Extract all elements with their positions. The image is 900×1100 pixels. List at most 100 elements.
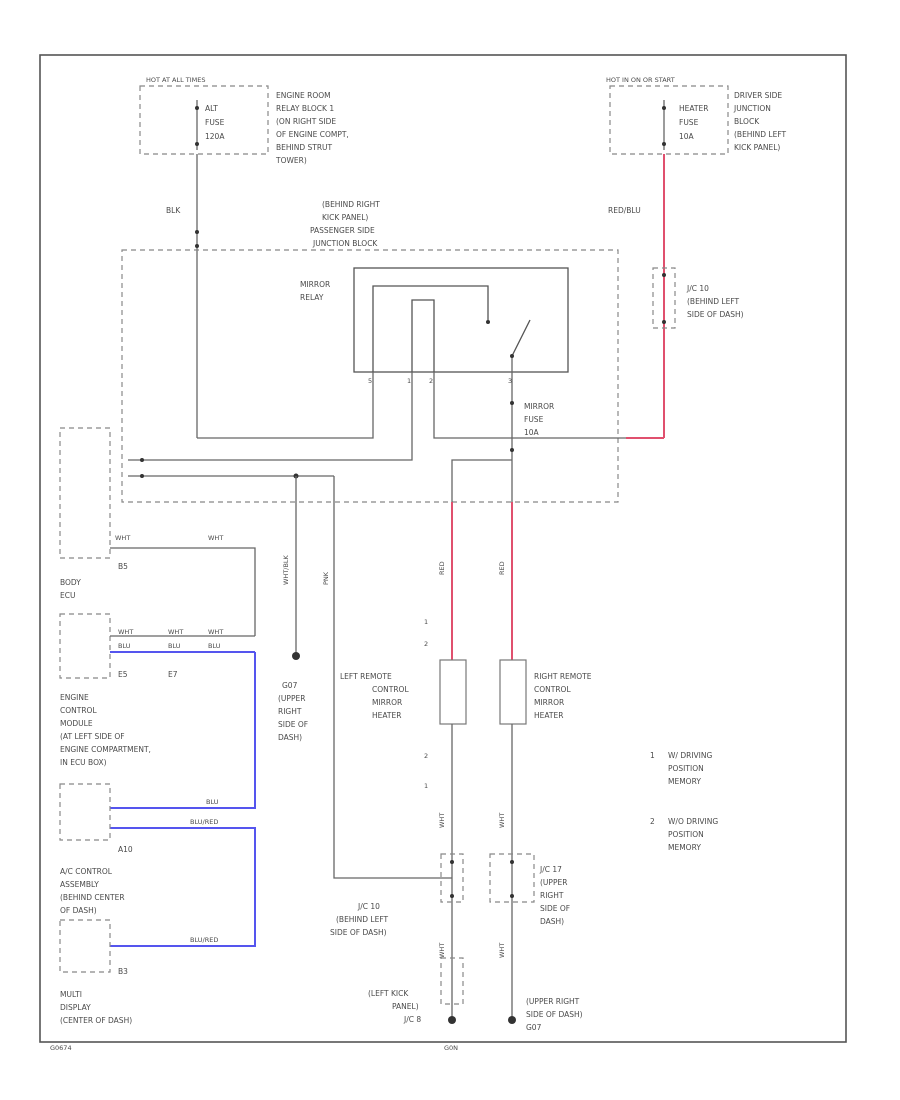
ground-1-label-2: (UPPER: [278, 694, 305, 703]
passenger-jb-label-4: JUNCTION BLOCK: [312, 239, 378, 248]
ecm-label-1: ENGINE: [60, 693, 89, 702]
passenger-jb-label-3: PASSENGER SIDE: [310, 226, 375, 235]
pin-note-3: 2: [424, 752, 428, 760]
blue-red-wire-label: BLU/RED: [190, 818, 218, 826]
engine-room-relay-block-location-3: BEHIND STRUT: [276, 143, 333, 152]
note-2-line-3: MEMORY: [668, 843, 701, 852]
svg-text:1: 1: [407, 377, 411, 385]
right-heater-label-4: HEATER: [534, 711, 563, 720]
driver-jb-label-1: DRIVER SIDE: [734, 91, 782, 100]
red-blu-wire-label: RED/BLU: [608, 206, 641, 215]
jc17-label-2: (UPPER: [540, 878, 567, 887]
mirror-relay-label: MIRROR: [300, 280, 330, 289]
footer-id-mid: G0N: [444, 1044, 458, 1052]
svg-text:3: 3: [508, 377, 512, 385]
driver-jb-label-4: (BEHIND LEFT: [734, 130, 787, 139]
note-1-line-2: POSITION: [668, 764, 704, 773]
jc17-label-5: DASH): [540, 917, 564, 926]
legend-notes: 1 W/ DRIVING POSITION MEMORY 2 W/O DRIVI…: [650, 751, 718, 852]
body-ecu-label: BODY: [60, 578, 81, 587]
ground-right-label-3: G07: [526, 1023, 542, 1032]
jc10-top-location-2: SIDE OF DASH): [687, 310, 744, 319]
ground-1-label-3: RIGHT: [278, 707, 302, 716]
ground-left-label-2: PANEL): [392, 1002, 419, 1011]
body-ecu: WHT WHT B5 BODY ECU: [59, 427, 256, 636]
left-heater-label-4: HEATER: [372, 711, 401, 720]
alt-fuse-label-2: FUSE: [205, 118, 225, 127]
ground-left-label-1: (LEFT KICK: [368, 989, 409, 998]
ecm-blu-3: BLU: [208, 642, 221, 650]
ground-1-label-4: SIDE OF: [278, 720, 308, 729]
right-lower-wht: WHT: [498, 943, 506, 958]
left-heater-label-1: LEFT REMOTE: [340, 672, 392, 681]
ground-right-label-2: SIDE OF DASH): [526, 1010, 583, 1019]
ecm-label-6: IN ECU BOX): [60, 758, 107, 767]
ground-left-icon: [448, 1016, 456, 1024]
jc10-label: J/C 10: [357, 902, 380, 911]
driver-jb-label-3: BLOCK: [734, 117, 760, 126]
ecm-blu-2: BLU: [168, 642, 181, 650]
ac-label-1: A/C CONTROL: [60, 867, 113, 876]
multi-label-2: DISPLAY: [60, 1003, 91, 1012]
driver-jb-label-2: JUNCTION: [733, 104, 771, 113]
ground-wire-label: WHT/BLK: [282, 554, 290, 585]
ground-1-label: G07: [282, 681, 298, 690]
right-red-label: RED: [498, 561, 506, 575]
multi-label-1: MULTI: [60, 990, 82, 999]
body-ecu-label-2: ECU: [60, 591, 75, 600]
jc17-label: J/C 17: [539, 865, 562, 874]
blue-wire-label: BLU: [206, 798, 219, 806]
right-heater-label-2: CONTROL: [534, 685, 571, 694]
alt-fuse-rating: 120A: [205, 132, 225, 141]
ecm-label-2: CONTROL: [60, 706, 97, 715]
jc10-label-2: (BEHIND LEFT: [336, 915, 389, 924]
mirror-fuse-label-2: FUSE: [524, 415, 544, 424]
ac-label-2: ASSEMBLY: [60, 880, 99, 889]
pin-e7: E7: [168, 670, 178, 679]
body-ecu-pin-label: WHT: [115, 534, 130, 542]
note-2-line-2: POSITION: [668, 830, 704, 839]
left-heater-label-3: MIRROR: [372, 698, 402, 707]
blue-red-wire-label-2: BLU/RED: [190, 936, 218, 944]
ac-control-assembly: A10 A/C CONTROL ASSEMBLY (BEHIND CENTER …: [59, 783, 133, 915]
body-ecu-wire-wht: WHT: [208, 534, 223, 542]
blue-wire-1: [110, 652, 256, 809]
mirror-fuse-rating: 10A: [524, 428, 540, 437]
right-wht-label: WHT: [498, 813, 506, 828]
pin-note-1: 1: [424, 618, 428, 626]
jc8-connector: [440, 957, 464, 1005]
jc10-label-3: SIDE OF DASH): [330, 928, 387, 937]
ac-label-4: OF DASH): [60, 906, 97, 915]
ecm-wire-1: WHT: [118, 628, 133, 636]
alt-fuse-label: ALT: [205, 104, 218, 113]
ecm-wire-2: WHT: [168, 628, 183, 636]
pin-e5: E5: [118, 670, 128, 679]
note-2-line-1: W/O DRIVING: [668, 817, 718, 826]
ground-left-label-3: J/C 8: [403, 1015, 421, 1024]
ecm-label-3: MODULE: [60, 719, 93, 728]
ecm-label-4: (AT LEFT SIDE OF: [60, 732, 125, 741]
right-mirror-heater: [499, 659, 527, 725]
left-heater-label-2: CONTROL: [372, 685, 409, 694]
blk-wire-label: BLK: [166, 206, 181, 215]
note-2-number: 2: [650, 817, 655, 826]
pin-note-4: 1: [424, 782, 428, 790]
alt-fuse-block: HOT AT ALL TIMES ALT FUSE 120A ENGINE RO…: [139, 76, 349, 165]
diagram-border: [39, 54, 847, 1043]
hot-at-all-times-label: HOT AT ALL TIMES: [146, 76, 206, 84]
svg-text:5: 5: [368, 377, 372, 385]
left-mirror-heater: [439, 659, 467, 725]
pink-wire: [333, 476, 452, 879]
hot-in-on-label: HOT IN ON OR START: [606, 76, 675, 84]
multi-display: B3 MULTI DISPLAY (CENTER OF DASH): [59, 919, 132, 1025]
engine-room-relay-block-location-2: OF ENGINE COMPT,: [276, 130, 349, 139]
engine-control-module: WHT WHT WHT BLU BLU BLU E5 E7 ENGINE CON…: [59, 613, 255, 767]
passenger-junction-block: [121, 249, 619, 503]
pin-b5: B5: [118, 562, 128, 571]
ecm-blu-1: BLU: [118, 642, 131, 650]
ecm-label-5: ENGINE COMPARTMENT,: [60, 745, 151, 754]
jc10-top-location-1: (BEHIND LEFT: [687, 297, 740, 306]
mirror-relay: MIRROR RELAY 5 1 2 3: [300, 267, 569, 385]
blue-wire-2: [110, 827, 256, 947]
